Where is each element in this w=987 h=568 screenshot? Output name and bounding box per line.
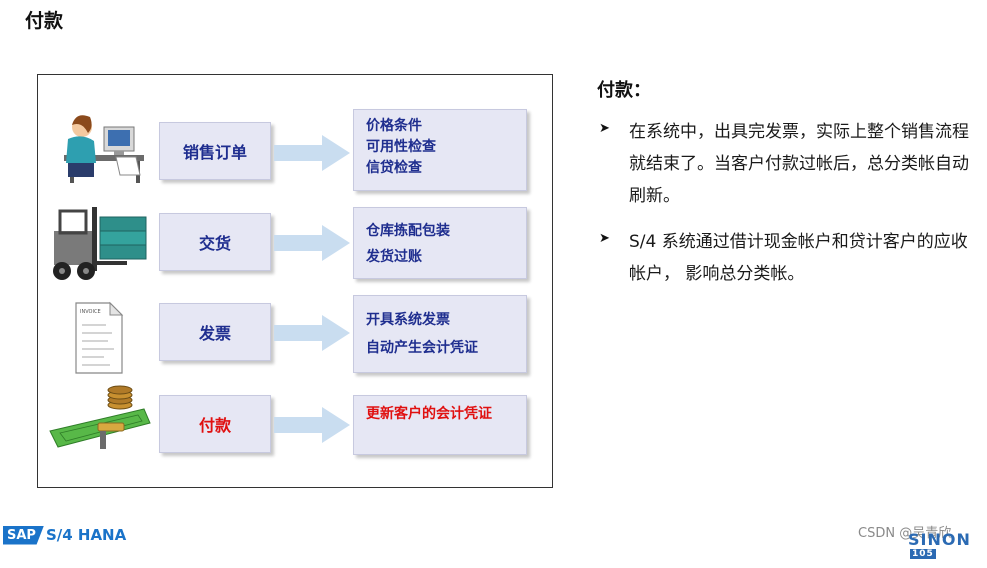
step-box-payment: 付款 — [159, 395, 271, 453]
forklift-icon — [53, 207, 147, 280]
bullet-text: S/4 系统通过借计现金帐户和贷计客户的应收帐户， 影响总分类帐。 — [629, 232, 968, 284]
detail-box-sales-order: 价格条件 可用性检查 信贷检查 — [353, 109, 527, 191]
corner-logo: SINON105 — [908, 530, 987, 568]
step-box-sales-order: 销售订单 — [159, 122, 271, 180]
flow-arrow-icon — [274, 225, 350, 261]
detail-line: 可用性检查 — [366, 139, 436, 155]
sap-mark: SAP — [3, 525, 44, 545]
product-name: S/4 HANA — [45, 526, 127, 544]
arrow-bullet-icon: ➤ — [599, 231, 610, 246]
step-box-delivery: 交货 — [159, 213, 271, 271]
step-box-invoice: 发票 — [159, 303, 271, 361]
sap-s4hana-logo: SAP S/4 HANA — [3, 525, 126, 545]
bullet-text: 在系统中，出具完发票，实际上整个销售流程就结束了。当客户付款过帐后，总分类帐自动… — [629, 122, 969, 206]
money-payment-icon — [49, 385, 151, 449]
stage-row-delivery: 交货 仓库拣配包装 发货过账 — [38, 201, 552, 291]
bullet-item: ➤ S/4 系统通过借计现金帐户和贷计客户的应收帐户， 影响总分类帐。 — [597, 226, 977, 290]
office-worker-icon — [64, 115, 144, 183]
stage-row-sales-order: 销售订单 价格条件 可用性检查 信贷检查 — [38, 105, 552, 195]
invoice-document-icon: INVOICE — [75, 301, 124, 374]
detail-box-delivery: 仓库拣配包装 发货过账 — [353, 207, 527, 279]
corner-badge: 105 — [910, 549, 936, 559]
detail-line: 自动产生会计凭证 — [366, 340, 478, 356]
bullet-item: ➤ 在系统中，出具完发票，实际上整个销售流程就结束了。当客户付款过帐后，总分类帐… — [597, 116, 977, 212]
panel-heading: 付款： — [597, 80, 651, 101]
arrow-bullet-icon: ➤ — [599, 121, 610, 136]
process-diagram: 销售订单 价格条件 可用性检查 信贷检查 交货 仓库 — [37, 74, 553, 488]
detail-line: 发货过账 — [366, 249, 422, 265]
flow-arrow-icon — [274, 315, 350, 351]
slide-title: 付款 — [25, 10, 64, 32]
detail-line: 更新客户的会计凭证 — [366, 406, 492, 422]
detail-line: 价格条件 — [366, 118, 422, 134]
explanation-panel: 付款： ➤ 在系统中，出具完发票，实际上整个销售流程就结束了。当客户付款过帐后，… — [597, 76, 977, 304]
flow-arrow-icon — [274, 407, 350, 443]
detail-line: 开具系统发票 — [366, 312, 450, 328]
stage-row-invoice: INVOICE 发票 开具系统发票 自动产生会计凭证 — [38, 291, 552, 381]
csdn-watermark: CSDN @吴青欣 — [858, 526, 952, 541]
corner-logo-text: SINON — [908, 530, 971, 549]
detail-line: 信贷检查 — [366, 160, 422, 176]
detail-line: 仓库拣配包装 — [366, 223, 450, 239]
flow-arrow-icon — [274, 135, 350, 171]
stage-row-payment: 付款 更新客户的会计凭证 — [38, 385, 552, 475]
detail-box-payment: 更新客户的会计凭证 — [353, 395, 527, 455]
detail-box-invoice: 开具系统发票 自动产生会计凭证 — [353, 295, 527, 373]
invoice-label: INVOICE — [80, 309, 101, 315]
